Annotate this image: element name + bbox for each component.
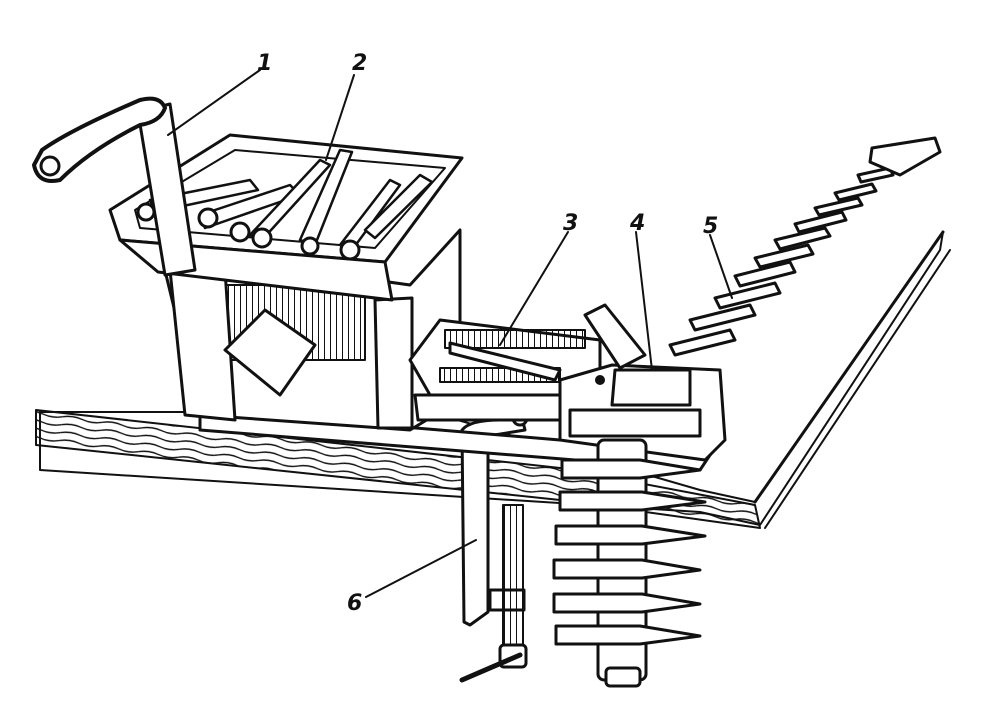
label-2: 2: [352, 51, 367, 76]
leader-5: [709, 234, 733, 299]
cartridge-in-tray: [448, 341, 562, 382]
machine-body: [158, 228, 722, 472]
label-1: 1: [257, 51, 272, 76]
feed-tray-rails: [444, 329, 586, 349]
callout-labels: 1 2 3 4 5 6: [257, 51, 718, 616]
chute: [223, 308, 317, 397]
label-4: 4: [629, 211, 645, 236]
clamp-screw: [502, 504, 524, 656]
leader-4: [635, 231, 653, 371]
crank-grip: [32, 96, 167, 183]
press-guide-bar: [568, 408, 702, 438]
clamp-tommy-bar: [459, 652, 523, 683]
crank-handle: [32, 96, 197, 277]
press-pivot: [595, 375, 605, 385]
press-lever: [583, 303, 647, 370]
table-front-edge: [764, 249, 951, 529]
cartridge-belt-feed: [668, 136, 942, 357]
press-mechanism: [558, 303, 727, 462]
hopper-cartridges: [136, 148, 434, 261]
leader-2: [325, 74, 355, 161]
left-side-plate: [168, 268, 237, 422]
belt-end-link: [868, 136, 942, 177]
leader-lines: [167, 69, 733, 598]
leader-6: [365, 539, 477, 598]
crank-grip-end: [39, 155, 61, 177]
leader-1: [167, 69, 261, 136]
loaded-belt-hanging: [552, 438, 707, 688]
belt-bottom-tab: [604, 666, 642, 688]
table-back-edge: [753, 230, 945, 504]
right-leg: [373, 296, 414, 430]
label-5: 5: [703, 214, 718, 239]
label-3: 3: [563, 211, 578, 236]
label-6: 6: [347, 591, 362, 616]
press-block: [610, 368, 692, 407]
hanging-cartridges: [552, 458, 707, 646]
leader-3: [499, 231, 569, 346]
